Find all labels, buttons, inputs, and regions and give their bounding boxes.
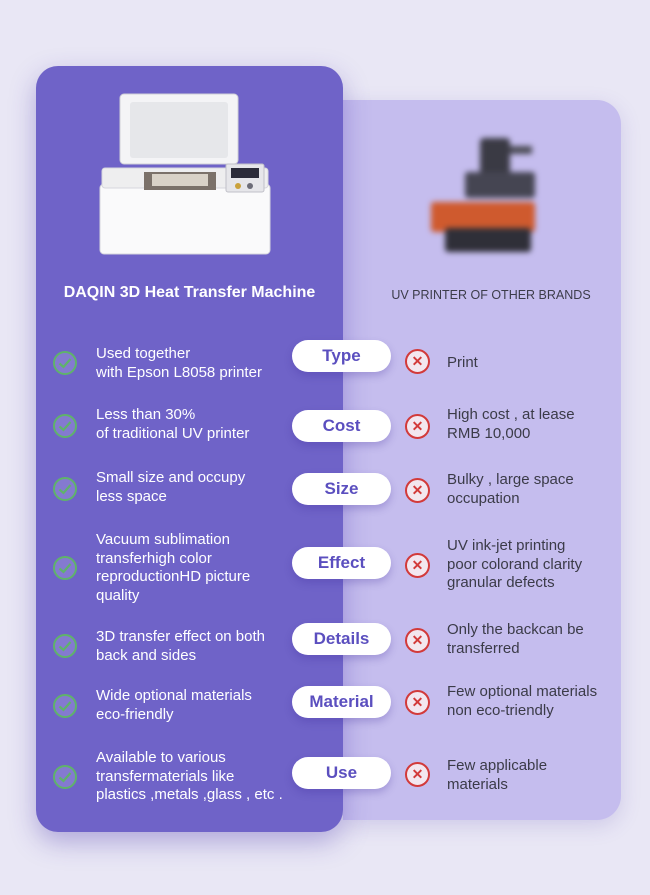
category-pill-effect: Effect xyxy=(292,547,391,579)
category-pill-cost: Cost xyxy=(292,410,391,442)
other-cost-text: High cost , at lease RMB 10,000 xyxy=(447,406,575,442)
cross-circle-icon: ✕ xyxy=(405,762,430,787)
daqin-effect-text: Vacuum sublimation transferhigh color re… xyxy=(96,531,251,604)
heat-transfer-machine-image xyxy=(99,93,271,255)
comparison-row-size: Small size and occupy less space Size ✕ … xyxy=(0,464,650,534)
category-pill-details: Details xyxy=(292,623,391,655)
daqin-title: DAQIN 3D Heat Transfer Machine xyxy=(63,284,316,301)
cross-circle-icon: ✕ xyxy=(405,553,430,578)
uv-printer-image xyxy=(431,138,535,252)
daqin-type-text: Used together with Epson L8058 printer xyxy=(96,345,262,381)
other-details-text: Only the backcan be transferred xyxy=(447,621,584,657)
other-material-text: Few optional materials non eco-triendly xyxy=(447,683,598,719)
comparison-row-effect: Vacuum sublimation transferhigh color re… xyxy=(0,528,650,604)
comparison-row-details: 3D transfer effect on both back and side… xyxy=(0,618,650,688)
check-circle-icon xyxy=(53,351,77,375)
category-pill-size: Size xyxy=(292,473,391,505)
other-type-text: Print xyxy=(447,354,478,371)
daqin-panel xyxy=(36,66,343,832)
other-effect-text: UV ink-jet printing poor colorand clarit… xyxy=(447,537,583,591)
comparison-row-cost: Less than 30% of traditional UV printer … xyxy=(0,400,650,470)
daqin-cost-text: Less than 30% of traditional UV printer xyxy=(96,406,250,442)
comparison-row-type: Used together with Epson L8058 printer T… xyxy=(0,330,650,400)
category-pill-use: Use xyxy=(292,757,391,789)
other-brand-title: UV PRINTER OF OTHER BRANDS xyxy=(391,288,591,302)
daqin-material-text: Wide optional materials eco-friendly xyxy=(96,687,252,723)
cross-circle-icon: ✕ xyxy=(405,478,430,503)
category-pill-material: Material xyxy=(292,686,391,718)
check-circle-icon xyxy=(53,414,77,438)
daqin-use-text: Available to various transfermaterials l… xyxy=(96,749,283,803)
other-use-text: Few applicable materials xyxy=(447,757,548,793)
daqin-details-text: 3D transfer effect on both back and side… xyxy=(96,628,265,664)
check-circle-icon xyxy=(53,765,77,789)
cross-circle-icon: ✕ xyxy=(405,414,430,439)
check-circle-icon xyxy=(53,634,77,658)
cross-circle-icon: ✕ xyxy=(405,628,430,653)
cross-circle-icon: ✕ xyxy=(405,349,430,374)
check-circle-icon xyxy=(53,477,77,501)
comparison-row-material: Wide optional materials eco-friendly Mat… xyxy=(0,680,650,750)
other-size-text: Bulky , large space occupation xyxy=(447,471,574,507)
check-circle-icon xyxy=(53,694,77,718)
check-circle-icon xyxy=(53,556,77,580)
daqin-size-text: Small size and occupy less space xyxy=(96,469,246,505)
comparison-row-use: Available to various transfermaterials l… xyxy=(0,746,650,816)
cross-circle-icon: ✕ xyxy=(405,690,430,715)
category-pill-type: Type xyxy=(292,340,391,372)
